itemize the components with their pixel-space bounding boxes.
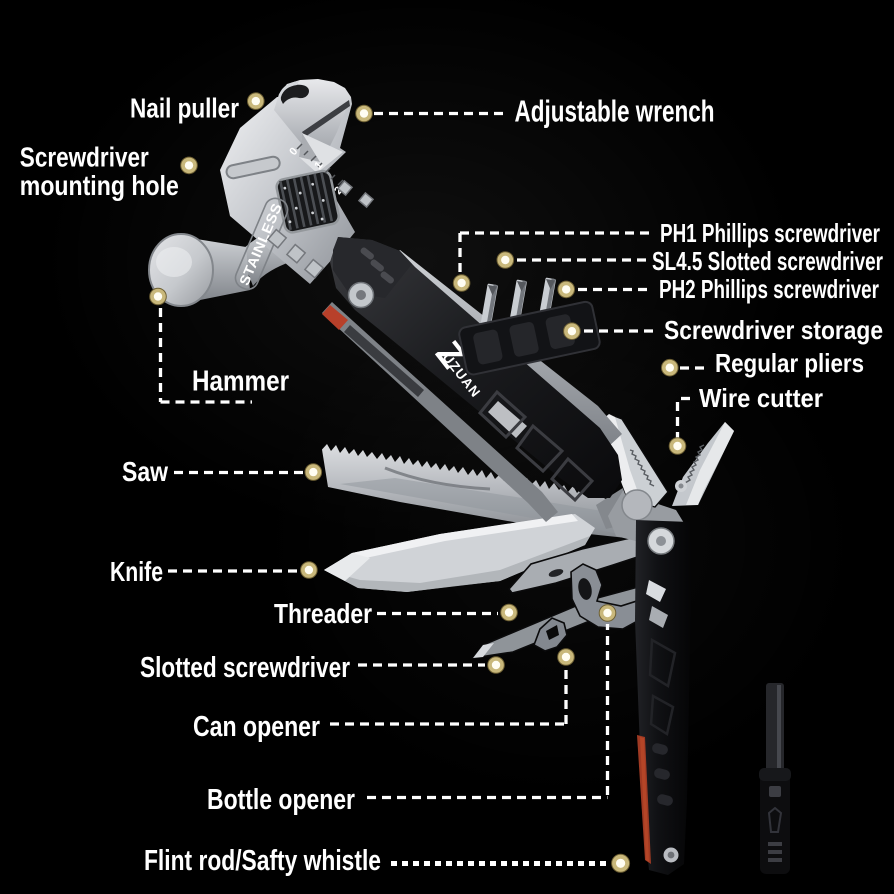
svg-text:Wire cutter: Wire cutter	[699, 383, 823, 413]
svg-text:Saw: Saw	[122, 456, 168, 487]
svg-text:Nail puller: Nail puller	[130, 92, 239, 123]
svg-text:Hammer: Hammer	[192, 366, 289, 398]
svg-text:SL4.5 Slotted screwdriver: SL4.5 Slotted screwdriver	[652, 246, 883, 276]
svg-text:Screwdriver storage: Screwdriver storage	[664, 315, 883, 345]
svg-text:Knife: Knife	[110, 556, 163, 587]
svg-text:mounting hole: mounting hole	[20, 170, 179, 201]
svg-text:Flint rod/Safty whistle: Flint rod/Safty whistle	[144, 845, 381, 877]
svg-text:PH2 Phillips screwdriver: PH2 Phillips screwdriver	[659, 274, 879, 304]
svg-text:Threader: Threader	[274, 598, 372, 629]
svg-text:Bottle opener: Bottle opener	[207, 784, 355, 816]
svg-text:Can opener: Can opener	[193, 711, 320, 743]
svg-text:PH1 Phillips screwdriver: PH1 Phillips screwdriver	[660, 218, 880, 248]
svg-text:Regular pliers: Regular pliers	[715, 348, 864, 378]
svg-text:Slotted screwdriver: Slotted screwdriver	[140, 652, 350, 684]
svg-text:Screwdriver: Screwdriver	[20, 141, 149, 172]
svg-text:Adjustable wrench: Adjustable wrench	[515, 93, 715, 128]
